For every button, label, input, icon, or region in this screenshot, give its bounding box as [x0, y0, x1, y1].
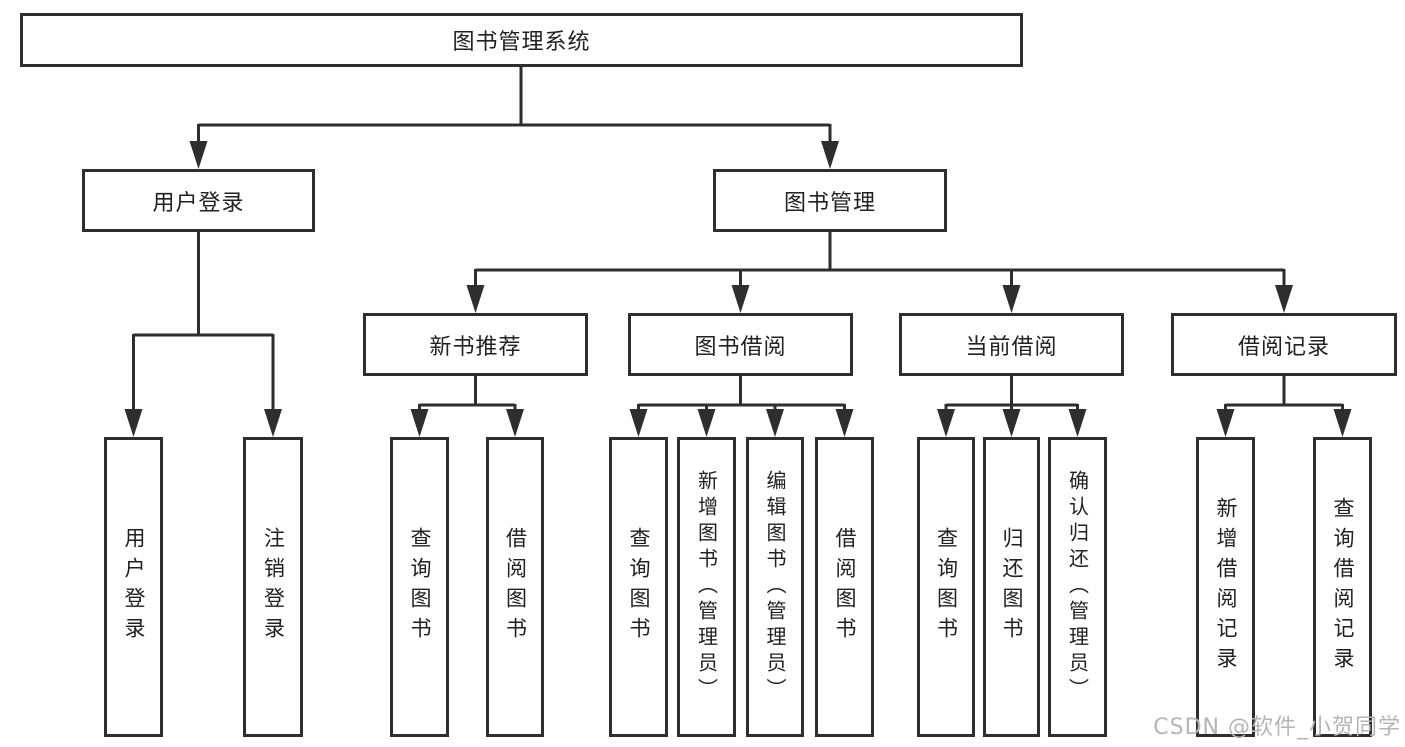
node-new-book-recommend: 新书推荐	[363, 313, 588, 376]
node-label: 借阅记录	[1237, 334, 1330, 360]
watermark: CSDN @软件_小贺同学	[1153, 715, 1401, 740]
leaf-add-books-admin: 新增图书（管理员）	[677, 437, 736, 737]
arrow-down-icon	[821, 141, 839, 169]
leaf-user-login: 用户登录	[104, 437, 163, 737]
leaf-query-borrow-record: 查询借阅记录	[1313, 437, 1372, 737]
leaf-confirm-return-admin: 确认归还（管理员）	[1048, 437, 1107, 737]
arrow-down-icon	[189, 141, 208, 169]
arrow-down-icon	[766, 409, 784, 437]
leaf-logout-login: 注销登录	[243, 437, 303, 737]
arrow-down-icon	[1002, 285, 1021, 313]
node-borrow-records: 借阅记录	[1171, 313, 1397, 376]
connector-newbook-to-leaves	[418, 376, 517, 410]
arrow-down-icon	[697, 409, 716, 437]
node-label: 查询图书	[934, 527, 959, 647]
arrow-down-icon	[1275, 285, 1293, 313]
connector-userlogin-to-leaves	[132, 232, 275, 410]
connector-bookmgmt-to-level3	[474, 232, 1286, 286]
node-label: 图书借阅	[694, 334, 787, 360]
connector-bookborrow-to-leaves	[637, 376, 846, 410]
node-label: 借阅图书	[833, 527, 857, 647]
node-book-borrow: 图书借阅	[628, 313, 853, 376]
connector-currentborrow-to-leaves	[944, 376, 1079, 410]
node-label: 查询借阅记录	[1331, 497, 1355, 677]
arrow-down-icon	[1216, 409, 1235, 437]
node-user-login: 用户登录	[82, 169, 315, 232]
node-label: 新增借阅记录	[1214, 497, 1238, 677]
node-root-library-system: 图书管理系统	[20, 13, 1023, 67]
arrow-down-icon	[410, 409, 429, 437]
arrow-down-icon	[124, 409, 143, 437]
arrow-down-icon	[731, 285, 750, 313]
node-label: 新书推荐	[429, 334, 522, 360]
node-label: 查询图书	[408, 527, 432, 647]
arrow-down-icon	[466, 285, 485, 313]
node-label: 注销登录	[261, 527, 286, 647]
node-label: 用户登录	[152, 190, 245, 216]
leaf-borrow-books-recommend: 借阅图书	[486, 437, 544, 737]
arrow-down-icon	[1333, 409, 1352, 437]
node-label: 编辑图书（管理员）	[763, 470, 787, 704]
leaf-add-borrow-record: 新增借阅记录	[1196, 437, 1255, 737]
leaf-query-books-current: 查询图书	[917, 437, 975, 737]
arrow-down-icon	[937, 409, 955, 437]
leaf-edit-books-admin: 编辑图书（管理员）	[746, 437, 804, 737]
arrow-down-icon	[629, 409, 648, 437]
arrow-down-icon	[1068, 409, 1087, 437]
node-label: 当前借阅	[965, 334, 1058, 360]
node-label: 用户登录	[122, 527, 146, 647]
node-label: 查询图书	[627, 527, 651, 647]
arrow-down-icon	[1002, 409, 1021, 437]
node-book-management: 图书管理	[713, 169, 947, 232]
connector-borrowrecords-to-leaves	[1224, 376, 1344, 410]
node-current-borrow: 当前借阅	[899, 313, 1124, 376]
connector-root-to-level2	[197, 67, 832, 142]
node-label: 借阅图书	[503, 527, 528, 647]
node-label: 确认归还（管理员）	[1065, 470, 1090, 704]
node-label: 归还图书	[1000, 527, 1024, 647]
arrow-down-icon	[506, 409, 524, 437]
leaf-return-books: 归还图书	[983, 437, 1040, 737]
leaf-query-books-recommend: 查询图书	[390, 437, 449, 737]
arrow-down-icon	[835, 409, 854, 437]
leaf-query-books-borrow: 查询图书	[609, 437, 668, 737]
node-label: 图书管理	[783, 190, 876, 216]
node-label: 新增图书（管理员）	[694, 470, 719, 704]
arrow-down-icon	[264, 409, 282, 437]
node-label: 图书管理系统	[452, 30, 591, 55]
leaf-borrow-books-borrow: 借阅图书	[815, 437, 874, 737]
